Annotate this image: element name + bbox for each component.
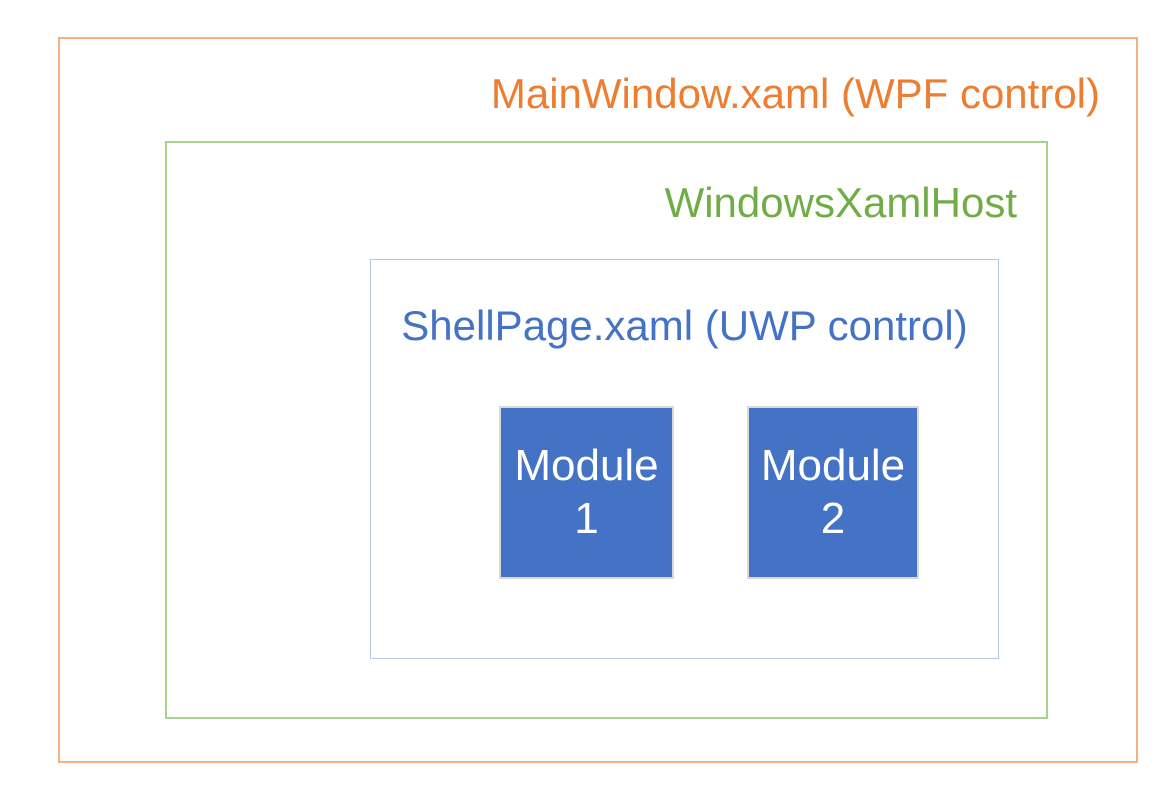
shellpage-uwp-box: ShellPage.xaml (UWP control) Module 1 Mo… [370,259,999,659]
windows-xaml-host-box: WindowsXamlHost ShellPage.xaml (UWP cont… [165,141,1048,719]
module-1-label-line1: Module [514,440,659,490]
module-2-box: Module 2 [747,406,919,579]
shellpage-uwp-label: ShellPage.xaml (UWP control) [401,302,968,349]
module-1-label-line2: 1 [574,493,599,543]
module-2-label: Module 2 [761,440,905,546]
module-2-label-line2: 2 [820,493,846,543]
module-1-label: Module 1 [514,440,658,546]
windows-xaml-host-label: WindowsXamlHost [664,179,1017,226]
mainwindow-wpf-box: MainWindow.xaml (WPF control) WindowsXam… [58,37,1138,763]
mainwindow-wpf-label: MainWindow.xaml (WPF control) [490,70,1100,117]
module-2-label-line1: Module [760,440,906,490]
module-1-box: Module 1 [499,406,674,579]
